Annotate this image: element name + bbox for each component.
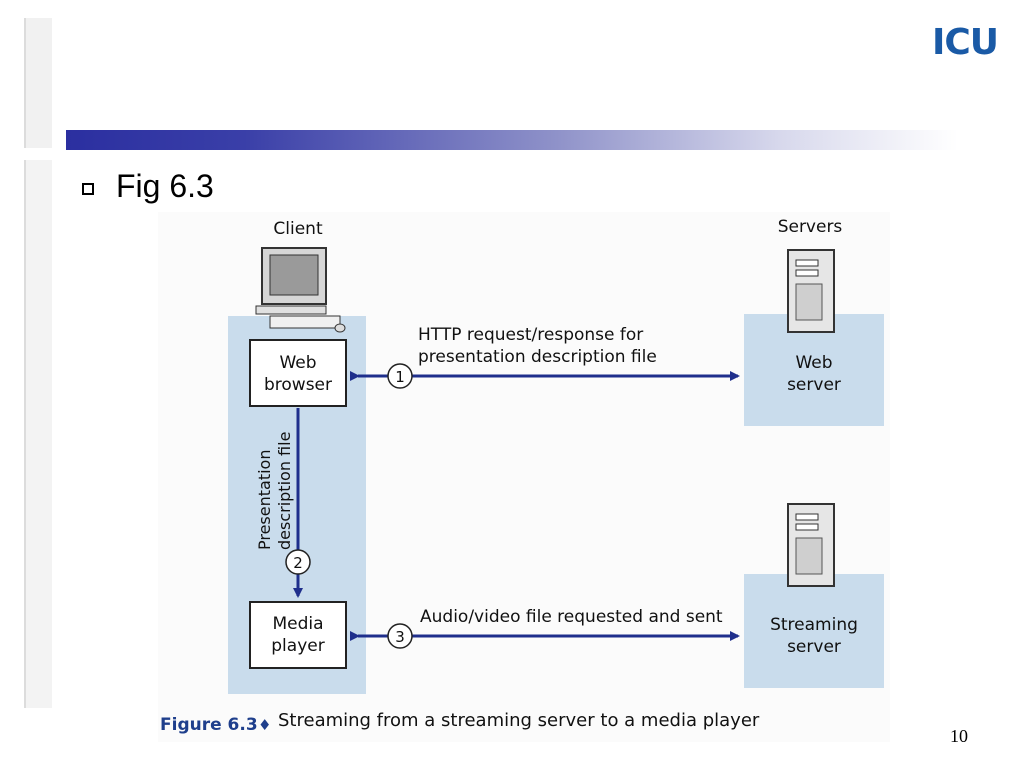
slide-number: 10 <box>950 726 968 746</box>
streaming-diagram: Client Servers Web browser Media player … <box>158 212 890 742</box>
left-rail-bottom <box>24 160 52 708</box>
step-3-badge <box>387 623 413 649</box>
media-player-label-line1: Media <box>272 614 323 634</box>
step-1-number: 1 <box>395 368 405 386</box>
caption-diamond-icon: ♦ <box>258 716 271 734</box>
servers-label: Servers <box>778 217 843 237</box>
web-server-label-line1: Web <box>795 353 832 373</box>
streaming-server-panel <box>744 574 884 688</box>
streaming-figure: Client Servers Web browser Media player … <box>158 212 890 742</box>
computer-icon <box>255 247 346 333</box>
arrow1-text-line1: HTTP request/response for <box>418 325 643 345</box>
step-2-number: 2 <box>293 554 303 572</box>
title-gradient-bar <box>66 130 958 150</box>
left-rail-top <box>24 18 52 148</box>
web-browser-box <box>249 339 347 407</box>
caption-label: Figure 6.3 <box>160 715 258 735</box>
web-server-icon <box>787 249 835 333</box>
bullet-square-icon <box>82 183 94 195</box>
media-player-box <box>249 601 347 669</box>
arrow2-text-line1: Presentation <box>255 450 274 550</box>
web-browser-label-line1: Web <box>279 353 316 373</box>
icu-logo: ICU <box>931 22 999 63</box>
step-3-number: 3 <box>395 628 405 646</box>
streaming-server-label-line2: server <box>787 637 841 657</box>
step-1-badge <box>387 363 413 389</box>
arrow1-text-line2: presentation description file <box>418 347 657 367</box>
media-player-label-line2: player <box>271 636 324 656</box>
arrow3-text: Audio/video file requested and sent <box>420 607 723 627</box>
step-2-badge <box>285 549 311 575</box>
web-server-label-line2: server <box>787 375 841 395</box>
streaming-server-icon <box>787 503 835 587</box>
slide-heading: Fig 6.3 <box>116 168 214 204</box>
streaming-server-label-line1: Streaming <box>770 615 858 635</box>
caption-text: Streaming from a streaming server to a m… <box>278 710 760 731</box>
web-browser-label-line2: browser <box>264 375 332 395</box>
arrow2-text-line2: description file <box>275 432 294 550</box>
client-label: Client <box>273 219 323 239</box>
